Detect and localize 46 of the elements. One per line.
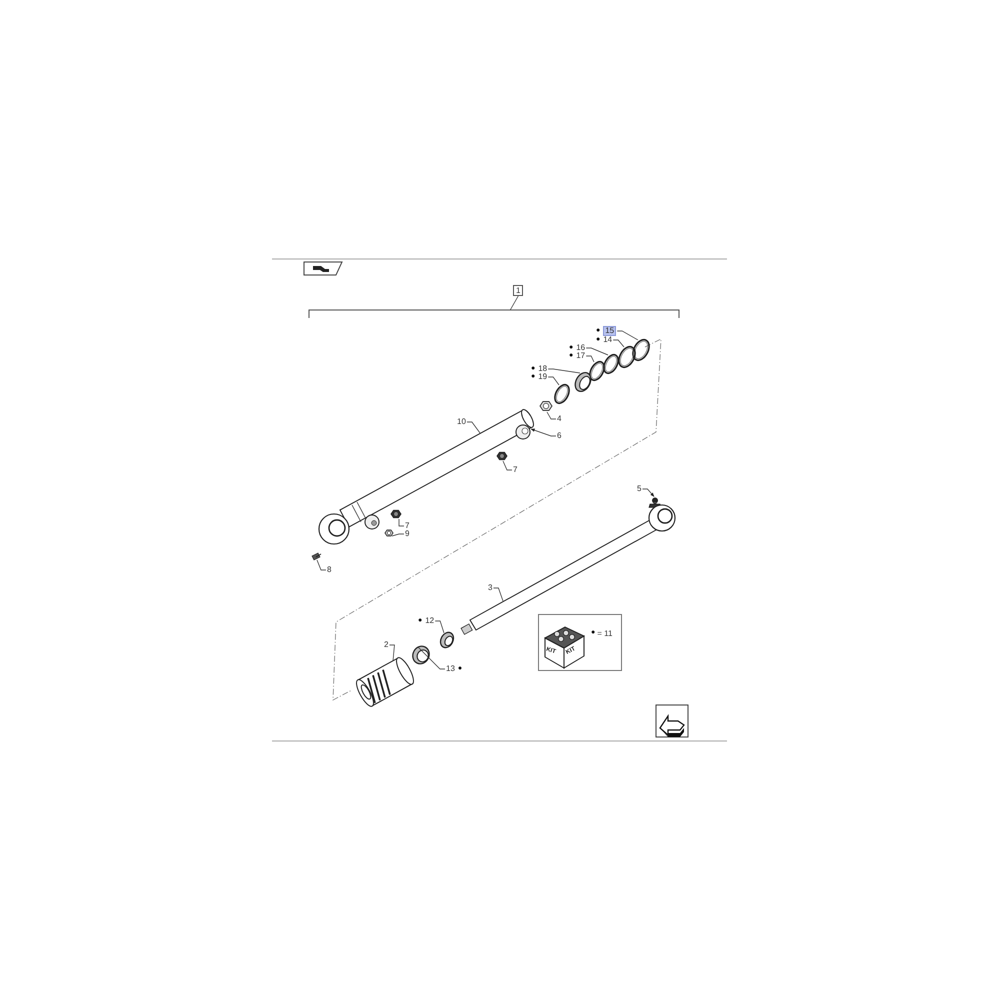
callout-number: 7 <box>513 465 518 475</box>
leader-line <box>612 340 624 348</box>
kit-legend-text: = 11 <box>597 629 612 638</box>
callout-number: 14 <box>603 335 612 345</box>
callout-number: 1 <box>513 285 524 296</box>
callout-number: 15 <box>603 326 616 336</box>
leader-line <box>546 412 556 420</box>
leader-line <box>548 376 560 386</box>
leader-line <box>510 296 519 310</box>
fitting <box>390 508 402 520</box>
callout-number: 2 <box>384 640 388 650</box>
leader-line <box>586 348 608 356</box>
callout-number: 4 <box>557 414 562 424</box>
callout-number: 6 <box>557 431 562 441</box>
seal-ring <box>629 336 653 364</box>
callout-number: 9 <box>405 529 410 539</box>
callout-number: 3 <box>488 583 492 593</box>
leader-line <box>502 460 512 470</box>
leader-line <box>389 644 395 662</box>
screw <box>310 550 322 562</box>
callout-number: 7 <box>405 521 410 530</box>
leader-line <box>398 518 404 526</box>
hex-nut <box>539 399 553 413</box>
fitting <box>496 450 508 462</box>
leader-line <box>316 560 326 570</box>
nut <box>384 528 394 538</box>
callout-number: 16 <box>576 343 586 352</box>
leader-line <box>392 534 404 536</box>
leader-line <box>586 356 594 362</box>
callout-number: 12 <box>425 616 434 626</box>
leader-line <box>493 588 504 602</box>
leader-line <box>642 488 654 497</box>
leader-line <box>418 646 446 670</box>
port-plug <box>514 423 532 441</box>
leader-line <box>616 330 638 340</box>
callout-number: 17 <box>576 351 586 361</box>
leader-line <box>434 620 444 634</box>
callout-number: 8 <box>327 565 332 575</box>
callout-number: 10 <box>457 417 466 427</box>
callout-number: 18 <box>538 364 548 373</box>
callout-number: 19 <box>538 372 548 382</box>
kit-panel <box>538 614 622 671</box>
leader-line <box>466 422 480 434</box>
callout-number: 13 <box>446 664 455 674</box>
leader-line <box>530 428 556 436</box>
callout-number: 5 <box>637 484 642 494</box>
